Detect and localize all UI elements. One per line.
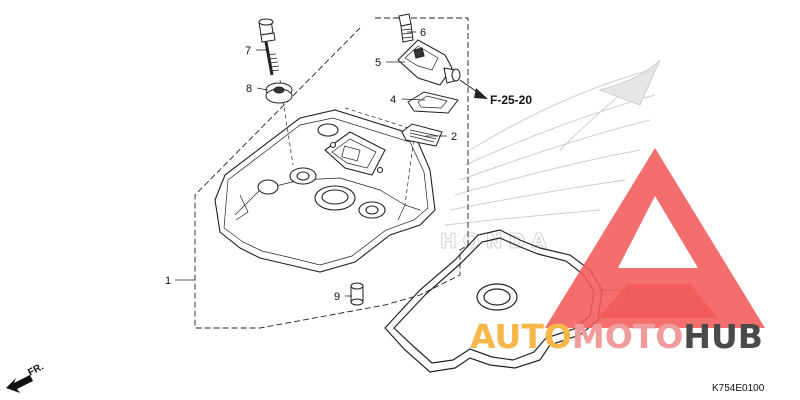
watermark-triangle-inner (598, 284, 718, 318)
reference-code: F-25-20 (490, 93, 532, 107)
label-part-2: 2 (451, 131, 457, 143)
watermark-text-hub: HUB (683, 317, 763, 356)
front-direction-indicator: FR. (6, 361, 46, 393)
label-part-9: 9 (334, 291, 340, 303)
washer-part-8 (265, 82, 293, 104)
assembly-boundary (194, 17, 469, 329)
wing-logo-lettering: HONDA (440, 229, 553, 253)
leader-lines (175, 31, 620, 297)
front-direction-label: FR. (26, 361, 46, 378)
watermark-text-auto: AUTO (470, 317, 572, 356)
label-part-5: 5 (375, 57, 381, 69)
breather-plate-part-2 (401, 123, 443, 147)
cylinder-head-cover (214, 109, 436, 273)
watermark-text: AUTOMOTOHUB (470, 317, 763, 356)
label-part-4: 4 (390, 94, 396, 106)
breather-cap-part-5 (397, 39, 461, 86)
label-part-6: 6 (420, 27, 426, 39)
label-part-1: 1 (165, 275, 171, 287)
reference-arrow (459, 79, 488, 99)
label-part-8: 8 (246, 83, 252, 95)
wing-logo-background: HONDA (440, 59, 661, 254)
bolt-part-6 (398, 13, 414, 43)
breather-gasket-part-4 (407, 91, 459, 114)
diagram-code: K754E0100 (712, 383, 765, 394)
front-arrow-icon (6, 375, 33, 393)
dowel-part-9 (350, 282, 364, 306)
label-part-7: 7 (245, 45, 251, 57)
watermark-text-moto: MOTO (572, 317, 683, 356)
watermark-triangle (545, 148, 765, 328)
bolt-part-7 (258, 18, 280, 76)
watermark-logo: AUTOMOTOHUB (470, 148, 765, 356)
